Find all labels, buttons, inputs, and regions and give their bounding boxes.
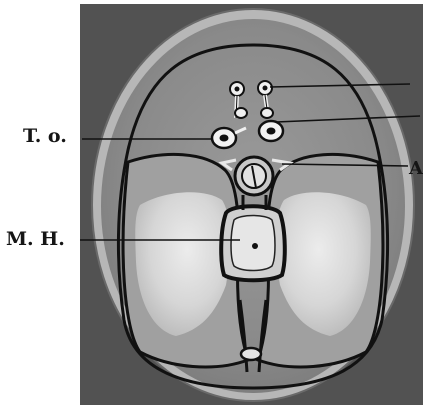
central-cavity — [231, 216, 275, 271]
posterior-ellipse — [241, 348, 261, 360]
central-dot — [252, 243, 258, 249]
label-m-h: M. H. — [6, 230, 65, 249]
label-t-o: T. o. — [23, 127, 67, 146]
label-a: A — [409, 160, 423, 178]
